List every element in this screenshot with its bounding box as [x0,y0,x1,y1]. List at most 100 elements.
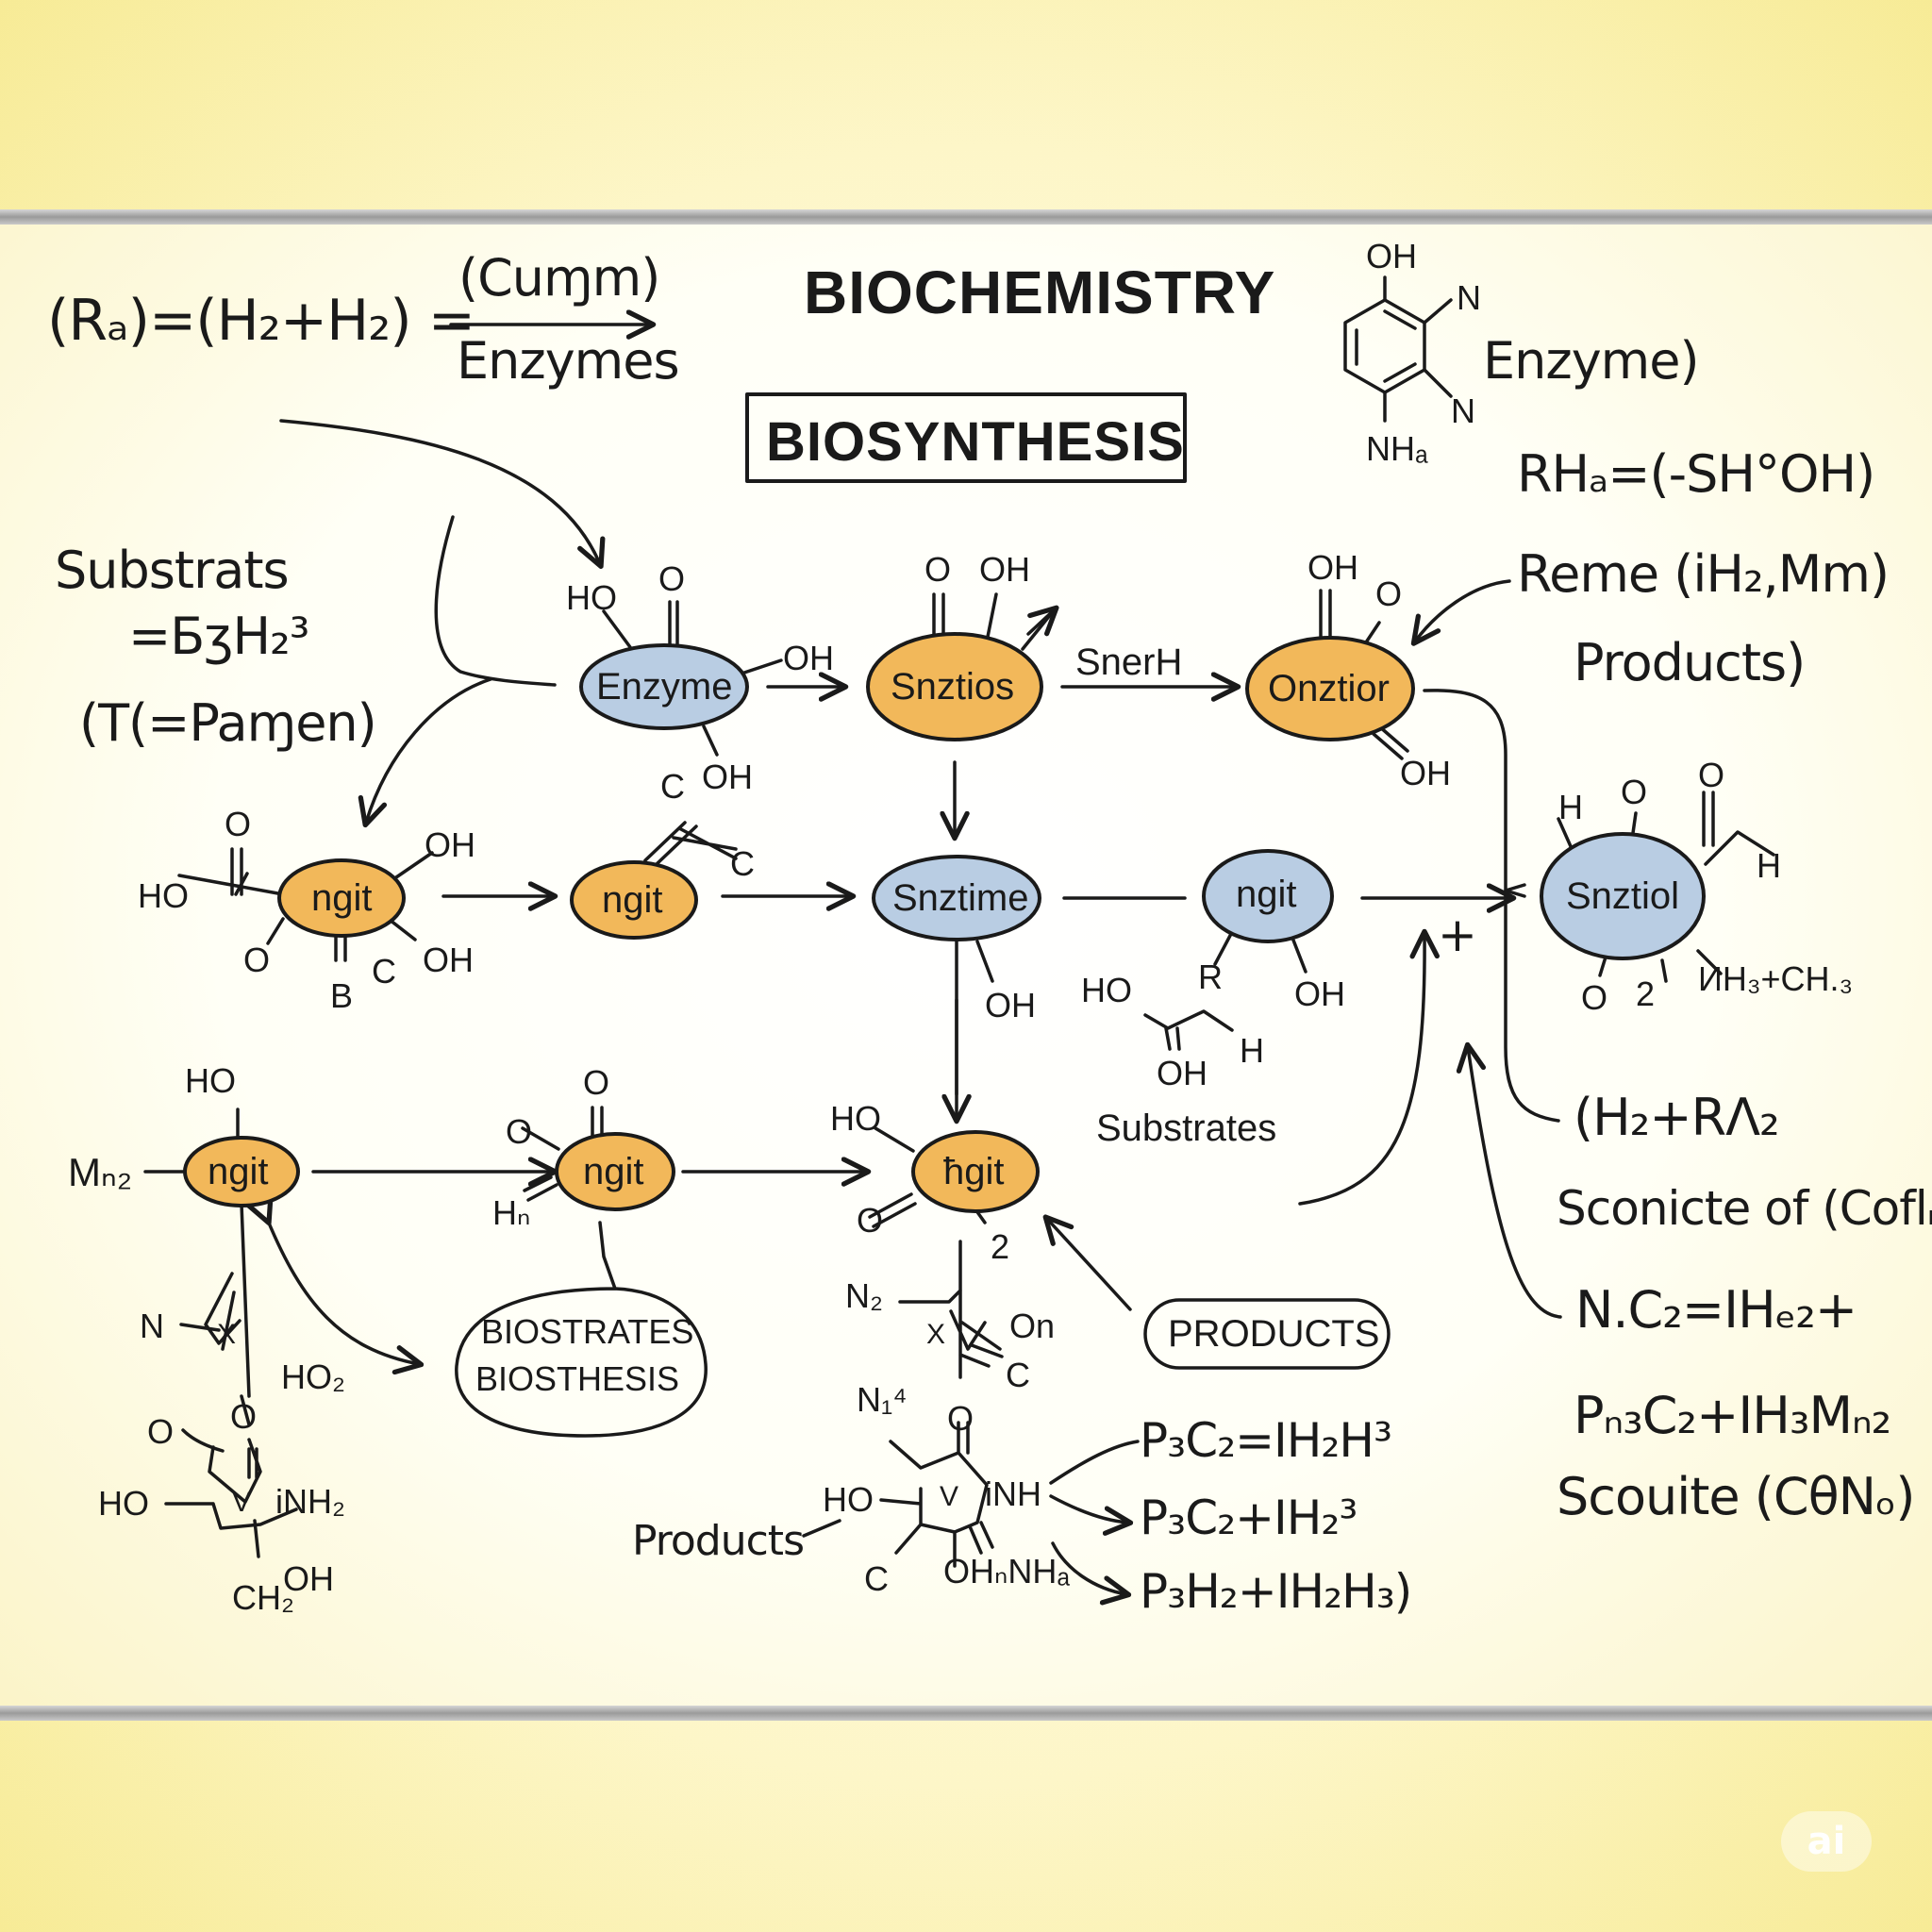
plus-sign: + [1438,908,1477,962]
atom-h-sub: Hₙ [492,1193,531,1232]
atom-o: O [1375,575,1403,613]
node-label-snztiol: Snztiol [1566,875,1680,917]
atom-o: O [225,805,252,843]
node-ngit-blue[interactable] [1202,849,1334,943]
top-right-products: Products) [1574,633,1806,692]
substrats-eq: =БʒH₂³ [128,607,309,666]
atom-o: O [506,1112,533,1151]
atom-o: O [230,1397,258,1436]
right-note-1: (H₂+RΛ₂ [1574,1088,1780,1147]
top-left-under: Enzymes [457,331,680,391]
watermark-logo: ai [1781,1811,1872,1872]
atom-o: O [147,1412,175,1451]
node-sntios[interactable] [866,632,1043,741]
substrats-label: Substrats [55,541,290,600]
node-label-ngit-b3: ħgit [943,1151,1005,1192]
atom-on: On [1009,1307,1056,1345]
atom-ho2: HO₂ [281,1357,345,1396]
atom-ch2oh-oh: OH [283,1559,334,1598]
atom-c: C [372,952,396,991]
left-brace [434,515,557,687]
atom-inh2: iNH₂ [275,1482,345,1521]
node-label-ngit-mid: ngit [602,879,663,921]
curve-products-up [1298,928,1440,1206]
node-label-ngit-b2: ngit [583,1151,644,1192]
atom-ho: HO [138,876,189,915]
atom-o: O [583,1063,610,1102]
atom-o: O [1621,773,1648,811]
atom-ho: HO [185,1061,236,1100]
top-left-equation: (Rₐ)=(H₂+H₂) = [47,288,475,354]
speech-bubble [455,1221,708,1438]
arrow-eq3 [1051,1541,1132,1606]
node-enzyme[interactable] [579,643,749,730]
atom-ho: HO [98,1484,149,1523]
atom-c: C [864,1559,889,1598]
reme-equation: Reme (iH₂,Mm) [1517,544,1890,604]
curve-to-enzyme [279,419,606,570]
atom-two: 2 [991,1227,1010,1266]
atom-v: V [940,1481,959,1512]
atom-oh: OH [702,758,753,796]
atom-oh: OH [979,550,1030,589]
atom-ohnh: OHₙNHₐ [943,1552,1070,1591]
atom-oh: OH [425,825,475,864]
arrow-products-ngit [1042,1214,1132,1311]
node-ngit-left[interactable] [277,858,406,938]
right-note-4: Pₙ₃C₂+IH₃Mₙ₂ [1574,1386,1891,1445]
arrow-double-b1 [245,1192,425,1375]
benzene-n1: N [1457,278,1481,317]
atom-oh: OH [1157,1054,1208,1092]
brace-to-ngit [358,677,492,828]
atom-inh: iNH [985,1474,1041,1513]
atom-r: R [1198,958,1223,996]
node-label-enzyme: Enzyme [596,666,733,708]
atom-o: O [658,559,686,598]
atom-n2: N₂ [845,1276,883,1315]
atom-v: V [232,1487,252,1518]
page-subtitle: BIOSYNTHESIS [766,411,1185,473]
right-note-3: N.C₂=IHₑ₂+ [1575,1280,1857,1340]
atom-h: H [1558,788,1583,826]
right-note-2: Sconicte of (Coflₘ) [1557,1181,1932,1236]
right-note-5: Scouite (CθNₒ) [1557,1467,1915,1526]
atom-x: X [926,1319,946,1350]
page-title: BIOCHEMISTRY [804,258,1276,326]
node-snztime[interactable] [872,855,1041,941]
atom-ho: HO [823,1480,874,1519]
node-ngit-mid[interactable] [570,860,698,940]
node-ngit-b3[interactable] [911,1130,1040,1213]
atom-nh3ch3: ИH₃+CH.₃ [1698,959,1854,998]
node-ngit-b2[interactable] [555,1132,675,1211]
node-onztior[interactable] [1245,636,1415,741]
atom-c: C [730,844,755,883]
node-snztiol[interactable] [1540,832,1706,960]
atom-o: O [1581,978,1608,1017]
products-box-label: PRODUCTS [1168,1313,1380,1355]
atom-ho: HO [1081,971,1132,1009]
atom-o: O [924,550,952,589]
benzene-nh: NHₐ [1366,429,1428,468]
frame-bottom-bar [0,1706,1932,1721]
node-label-onztior: Onztior [1268,668,1390,709]
node-ngit-b1[interactable] [183,1136,300,1208]
benzene-ring [1343,275,1453,423]
arrow-eq2 [1049,1494,1134,1536]
atom-n: N [140,1307,164,1345]
edge-label-snerh: SnerH [1075,641,1183,683]
atom-oh: OH [783,639,834,677]
atom-x: X [217,1319,237,1350]
arrow-eq1 [1049,1440,1140,1485]
rh-equation: RHₐ=(-SH°OH) [1517,444,1875,504]
biostrates-line-2: BIOSTHESIS [475,1359,680,1398]
atom-oh: OH [423,941,474,979]
products-box [1143,1298,1391,1370]
bottom-eq-1: P₃C₂=IH₂H³ [1140,1413,1392,1468]
atom-two: 2 [1636,974,1656,1013]
atom-ho: HO [566,578,617,617]
atom-n4: N₁⁴ [857,1380,908,1419]
node-label-snztime: Snztime [892,877,1029,919]
atom-c: C [1006,1356,1030,1394]
arrow-reme [1410,579,1511,646]
